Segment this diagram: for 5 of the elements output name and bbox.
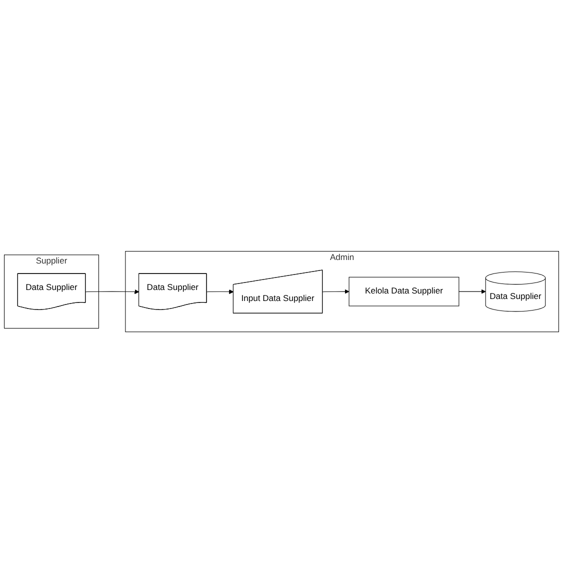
arrow xyxy=(458,289,486,294)
arrow xyxy=(85,289,140,294)
node-box: Kelola Data Supplier xyxy=(348,276,460,306)
arrow xyxy=(322,289,350,294)
arrow xyxy=(206,289,234,294)
